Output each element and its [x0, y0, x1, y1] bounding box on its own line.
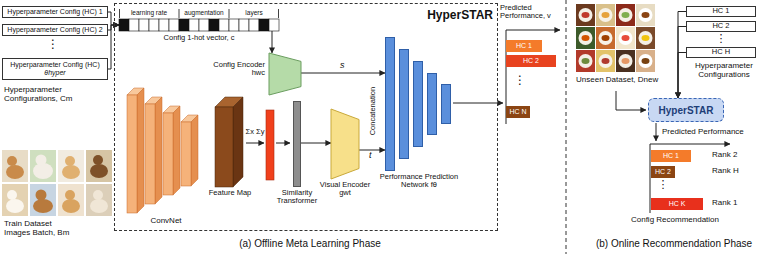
node-text: HC 2	[523, 57, 539, 65]
performance-bar: HC 2	[506, 55, 556, 67]
feature-map-shape	[215, 97, 245, 187]
hc-config-box: HC 2	[686, 21, 756, 32]
convnet: ConvNet	[123, 85, 209, 215]
config-onehot-vector-shape	[119, 19, 279, 31]
group-label: Hyperparameter Configurations	[688, 62, 760, 80]
ellipsis: ⋮	[512, 74, 528, 87]
node-text: HC 1	[516, 42, 532, 50]
hc-config-box: Hyperparameter Config (HC) 1	[2, 6, 108, 18]
node-caption: Visual Encoder gwt	[317, 181, 373, 198]
visual-encoder-shape	[331, 109, 359, 179]
unseen-images	[576, 4, 655, 72]
ellipsis: ⋮	[45, 38, 61, 51]
node-text: HC K	[669, 200, 686, 208]
node-text: HC 1	[663, 152, 679, 160]
node-text: HC 1	[712, 7, 729, 15]
node-caption: Similarity Transformer	[274, 189, 320, 206]
pooled-vector	[266, 110, 274, 180]
node-caption: Feature Map	[205, 189, 255, 197]
edge-label: s	[339, 61, 346, 71]
hyperstar-panel: HyperSTAR learning rateaugmentationlayers…	[114, 3, 498, 231]
connector-arrow	[301, 143, 331, 144]
node-caption: Config Encoder hwc	[207, 61, 265, 78]
performance-bar: HC 1	[651, 150, 691, 162]
prediction-network-shape	[385, 37, 453, 171]
layout-arrows	[246, 30, 730, 213]
rank-label: Rank 1	[712, 199, 752, 208]
rank-label: Rank 2	[712, 151, 752, 160]
node-text: HC 2	[655, 168, 671, 176]
node-caption: augmentation	[179, 9, 229, 16]
group-label: Unseen Dataset, Dnew	[576, 76, 676, 85]
connector-arrow	[678, 12, 686, 99]
operation-label: Σx Σy	[243, 128, 267, 136]
similarity-transformer-shape	[293, 101, 301, 187]
config-onehot-vector: learning rateaugmentationlayersConfig 1-…	[119, 19, 279, 31]
node-text: HyperSTAR	[659, 105, 714, 116]
connector-arrow	[272, 31, 273, 53]
train-images	[2, 150, 112, 216]
node-text: HC H	[712, 48, 730, 56]
node-caption: learning rate	[119, 9, 179, 16]
node-text: HC 2	[712, 22, 729, 30]
node-text: θhyper	[44, 69, 65, 77]
node-caption: Config 1-hot vector, c	[129, 34, 269, 42]
visual-encoder: Visual Encoder gwt	[331, 109, 359, 179]
performance-bar: HC 1	[506, 40, 542, 52]
config-encoder-shape	[269, 53, 301, 95]
convnet-shape	[123, 85, 209, 215]
subfigure-caption: (b) Online Recommendation Phase	[580, 238, 768, 249]
hc-config-box: HC H	[686, 47, 756, 58]
node-text: Hyperparameter Config (HC)	[10, 61, 99, 69]
node-text: HC N	[509, 108, 526, 116]
axis-label: Predicted Performance	[662, 128, 762, 137]
node-caption: layers	[229, 9, 279, 16]
node-caption: ConvNet	[136, 217, 196, 226]
performance-bar: HC K	[651, 198, 703, 210]
hc-config-box: Hyperparameter Config (HC) 2	[2, 24, 108, 36]
node-text: Hyperparameter Config (HC) 2	[7, 26, 102, 34]
performance-bar: HC 2	[651, 166, 675, 178]
connector-arrow	[301, 73, 385, 74]
feature-map: Feature Map	[215, 97, 245, 187]
node-caption: HyperSTAR	[415, 9, 493, 22]
hc-config-box: Hyperparameter Config (HC)θhyper	[2, 58, 108, 80]
hc-config-box: HC 1	[686, 6, 756, 17]
performance-bar: HC N	[506, 106, 530, 118]
config-encoder: Config Encoder hwc	[269, 53, 301, 95]
phase-divider	[566, 0, 567, 254]
group-label: Train Dataset Images Batch, Bm	[4, 220, 80, 238]
group-label: Hyperparameter Configurations, Cm	[4, 86, 94, 104]
hyperstar-box: HyperSTAR	[648, 98, 724, 122]
edge-label: t	[368, 151, 373, 161]
ellipsis: ⋮	[713, 32, 729, 44]
operation-label: Concatenation	[369, 83, 377, 139]
axis-label: Predicted Performance, v	[500, 4, 564, 21]
node-text: Hyperparameter Config (HC) 1	[7, 8, 102, 16]
subfigure-caption: (a) Offline Meta Learning Phase	[150, 238, 470, 249]
connector-arrow	[678, 53, 686, 99]
connector-arrow	[678, 27, 686, 99]
group-label: Config Recommendation	[620, 216, 730, 225]
ellipsis: ⋮	[655, 178, 671, 190]
rank-label: Rank H	[712, 167, 752, 176]
similarity-transformer: Similarity Transformer	[293, 101, 301, 187]
prediction-network: Performance Prediction Network fθ	[385, 37, 453, 171]
node-caption: Performance Prediction Network fθ	[375, 173, 463, 190]
